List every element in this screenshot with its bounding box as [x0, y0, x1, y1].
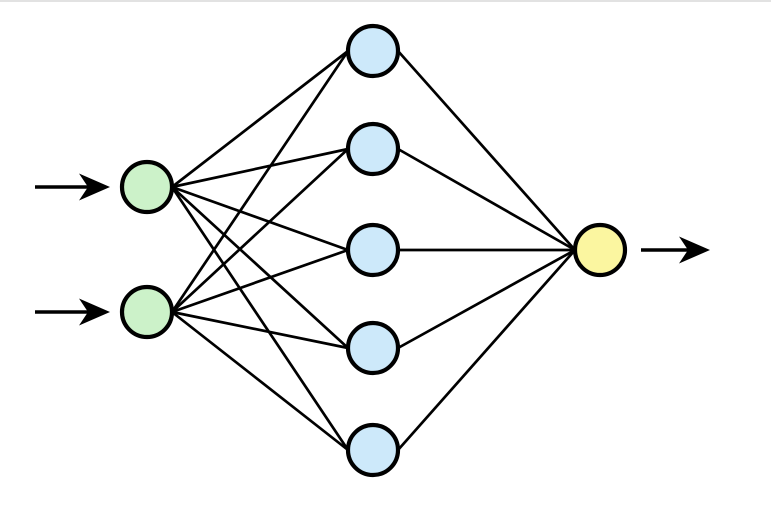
top-divider	[0, 0, 771, 2]
hidden-node-5	[345, 422, 401, 478]
edge-input1-hidden3	[171, 185, 349, 252]
edge-input2-hidden2	[171, 148, 349, 313]
edge-input2-hidden3	[171, 248, 349, 314]
input-node-2	[119, 284, 175, 340]
output-node-1	[572, 222, 628, 278]
hidden-node-4	[345, 320, 401, 376]
hidden-node-2	[345, 121, 401, 177]
output-arrow-head-icon	[679, 236, 710, 264]
input-node-1	[119, 159, 175, 215]
edge-input1-hidden5	[170, 186, 350, 451]
hidden-node-1	[345, 23, 401, 79]
edge-hidden4-output1	[397, 248, 576, 350]
edge-hidden5-output1	[396, 249, 577, 451]
edge-input1-hidden1	[171, 49, 349, 189]
edge-input1-hidden2	[171, 147, 349, 189]
input-arrow-1-head-icon	[79, 173, 110, 201]
edge-input1-hidden4	[171, 186, 349, 349]
edge-hidden2-output1	[397, 147, 576, 252]
edge-input2-hidden1	[170, 50, 350, 313]
edge-input2-hidden4	[171, 310, 349, 350]
input-arrow-2-head-icon	[79, 298, 110, 326]
hidden-node-3	[345, 222, 401, 278]
edge-input2-hidden5	[171, 310, 349, 452]
edge-hidden1-output1	[396, 50, 577, 251]
